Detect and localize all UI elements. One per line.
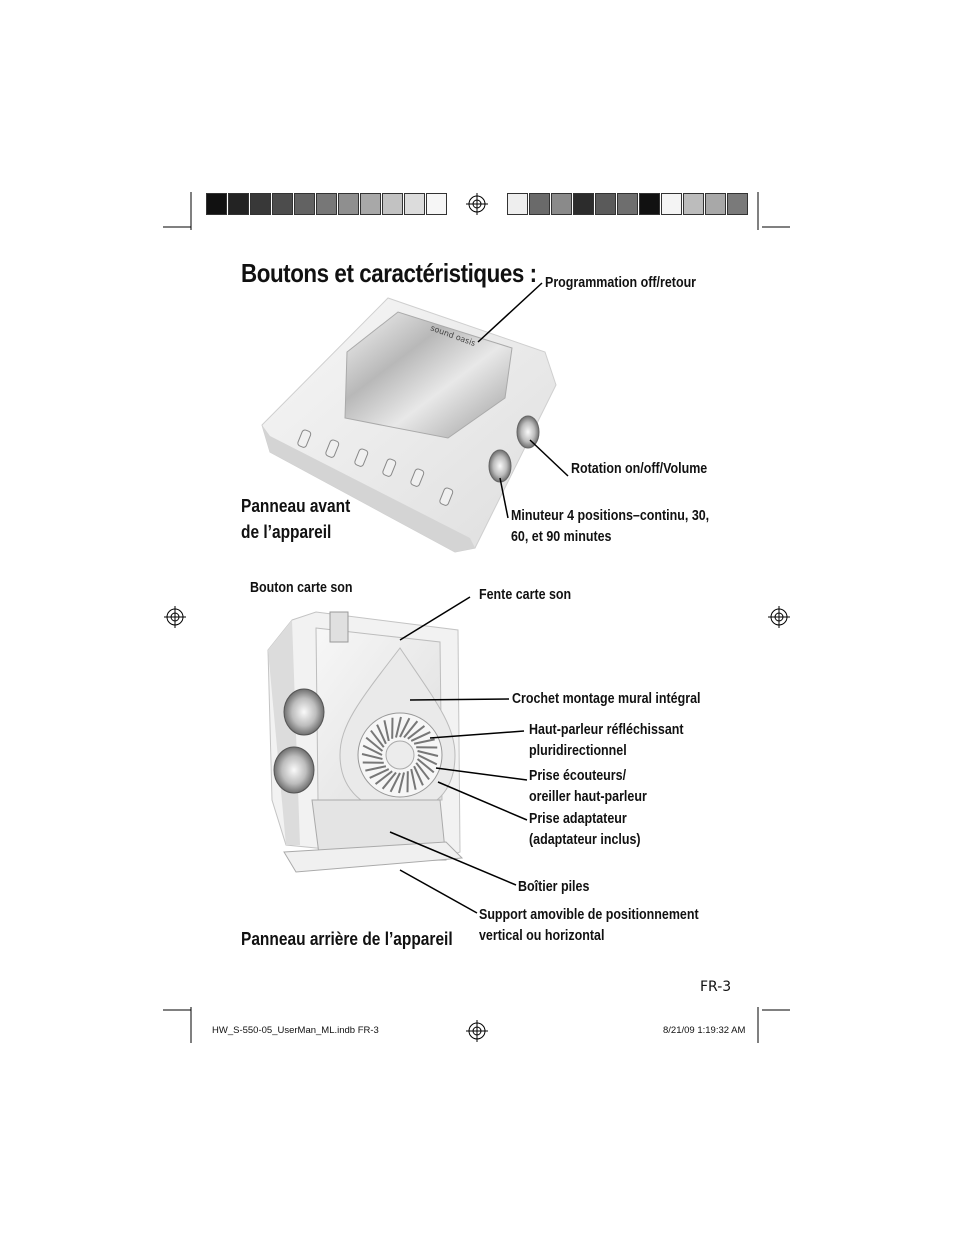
speaker-vent (376, 724, 387, 745)
slug-left: HW_S-550-05_UserMan_ML.indb FR-3 (212, 1025, 379, 1036)
speaker-vent (415, 762, 430, 781)
color-swatch (228, 193, 249, 215)
speaker-vent (407, 725, 426, 740)
speaker-vent (369, 768, 390, 779)
speaker-vent (370, 729, 385, 748)
front-panel-heading: Panneau avant de l’appareil (241, 496, 351, 542)
speaker-vent (381, 771, 397, 790)
color-swatch (551, 193, 572, 215)
speaker-vent (361, 753, 383, 760)
speaker-vent (417, 750, 439, 757)
registration-mark-icon (466, 1020, 488, 1042)
speaker-vent (362, 744, 383, 756)
color-swatch (272, 193, 293, 215)
label-rotation: Rotation on/off/Volume (571, 461, 708, 477)
label-battery: Boîtier piles (518, 879, 590, 895)
speaker-vent (374, 770, 393, 785)
speaker-vent (410, 731, 431, 742)
label-card-slot: Fente carte son (479, 587, 572, 603)
page-number: FR-3 (700, 979, 732, 995)
speaker-vent (417, 754, 438, 766)
color-swatch (360, 193, 381, 215)
color-swatch (294, 193, 315, 215)
registration-mark-icon (466, 193, 488, 215)
color-swatch (250, 193, 271, 215)
color-swatch (639, 193, 660, 215)
speaker-vent (416, 758, 435, 774)
color-swatch (382, 193, 403, 215)
color-bar-right (507, 193, 749, 215)
page-title: Boutons et caractéristiques : (241, 258, 537, 288)
speaker-vent (365, 736, 384, 752)
label-timer: Minuteur 4 positions–continu, 30, 60, et… (511, 508, 710, 545)
speaker-vent (398, 772, 405, 794)
color-swatch (661, 193, 682, 215)
registration-mark-icon (164, 606, 186, 628)
label-stand: Support amovible de positionnement verti… (479, 907, 699, 944)
label-adapter: Prise adaptateur (adaptateur inclus) (529, 811, 641, 848)
color-swatch (507, 193, 528, 215)
color-bar-left (206, 193, 448, 215)
label-card-button: Bouton carte son (250, 580, 353, 596)
color-swatch (316, 193, 337, 215)
registration-mark-icon (768, 606, 790, 628)
rear-panel-heading: Panneau arrière de l’appareil (241, 929, 453, 949)
label-wall-hook: Crochet montage mural intégral (512, 691, 701, 707)
color-swatch (705, 193, 726, 215)
label-speaker: Haut-parleur réfléchissant pluridirectio… (529, 722, 684, 759)
speaker-vent (365, 765, 387, 772)
color-swatch (727, 193, 748, 215)
color-swatch (404, 193, 425, 215)
front-device-image: sound oasis (261, 297, 557, 553)
speaker-vent (399, 717, 411, 738)
speaker-vent (389, 772, 401, 793)
slug-right: 8/21/09 1:19:32 AM (663, 1025, 746, 1036)
leader-lines (389, 282, 569, 914)
rear-device-image (267, 611, 464, 873)
color-swatch (529, 193, 550, 215)
speaker-vent (413, 765, 424, 786)
color-swatch (426, 193, 447, 215)
speaker-vent (403, 720, 419, 739)
label-headphone: Prise écouteurs/ oreiller haut-parleur (529, 768, 647, 805)
speaker-vent (395, 716, 402, 738)
color-swatch (683, 193, 704, 215)
color-swatch (617, 193, 638, 215)
color-swatch (573, 193, 594, 215)
label-program: Programmation off/retour (545, 275, 697, 291)
speaker-vent (410, 768, 417, 790)
speaker-vent (413, 738, 435, 745)
color-swatch (595, 193, 616, 215)
speaker-vent (383, 720, 390, 742)
color-swatch (206, 193, 227, 215)
color-swatch (338, 193, 359, 215)
